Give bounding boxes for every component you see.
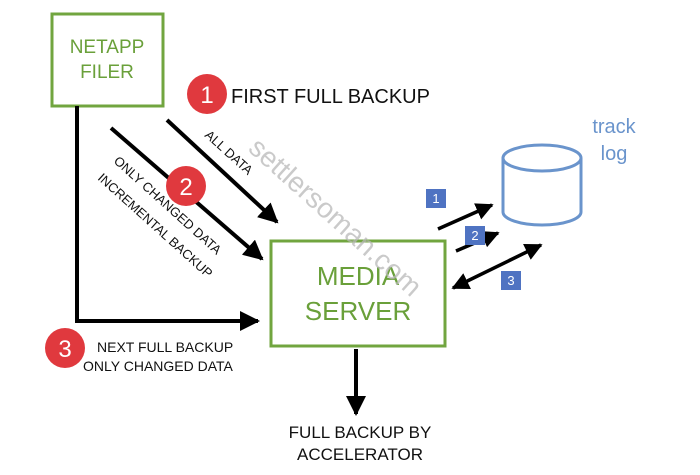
log-badge-2-text: 2	[471, 228, 478, 243]
track-log-cylinder-body	[501, 158, 583, 227]
track-log-label-line1: track	[592, 116, 636, 138]
filer-label-line1: NETAPP	[70, 37, 145, 58]
log-badge-3: 3	[501, 271, 521, 290]
step-1-number: 1	[200, 82, 213, 109]
track-log-node: track log	[501, 116, 637, 227]
step-2-number: 2	[179, 174, 192, 201]
log-badge-1-bg	[426, 189, 446, 208]
netapp-filer-node: NETAPP FILER	[50, 12, 165, 108]
arrow-all-data	[165, 118, 279, 224]
arrow-log-1	[437, 203, 494, 231]
step-1-circle	[187, 74, 227, 114]
log-badge-2-bg	[465, 226, 485, 245]
media-server-box	[269, 239, 447, 348]
step-1-badge: 1	[187, 74, 227, 114]
media-server-node: MEDIA SERVER	[269, 239, 447, 348]
filer-box	[50, 12, 165, 108]
step-3-badge: 3	[45, 328, 85, 368]
filer-label-line2: FILER	[80, 62, 134, 83]
step-1-label: FIRST FULL BACKUP	[231, 86, 430, 108]
output-label-line2: ACCELERATOR	[297, 445, 423, 464]
log-badge-1-text: 1	[432, 191, 439, 206]
step-3-label-line1: NEXT FULL BACKUP	[97, 339, 233, 355]
step-3-number: 3	[58, 336, 71, 363]
step-2-badge: 2	[166, 166, 206, 206]
log-badge-2: 2	[465, 226, 485, 245]
arrow-log-3	[451, 243, 543, 290]
step-3-label-line2: ONLY CHANGED DATA	[83, 358, 234, 374]
log-badge-3-text: 3	[507, 273, 514, 288]
arrow-next-full	[75, 106, 260, 331]
log-badge-3-bg	[501, 271, 521, 290]
step-2-circle	[166, 166, 206, 206]
step-3-circle	[45, 328, 85, 368]
track-log-label-line2: log	[601, 143, 628, 165]
log-badge-1: 1	[426, 189, 446, 208]
track-log-cylinder-top	[501, 143, 583, 173]
media-server-label-line1: MEDIA	[317, 261, 400, 291]
media-server-label-line2: SERVER	[305, 296, 411, 326]
output-label-line1: FULL BACKUP BY	[289, 423, 432, 442]
